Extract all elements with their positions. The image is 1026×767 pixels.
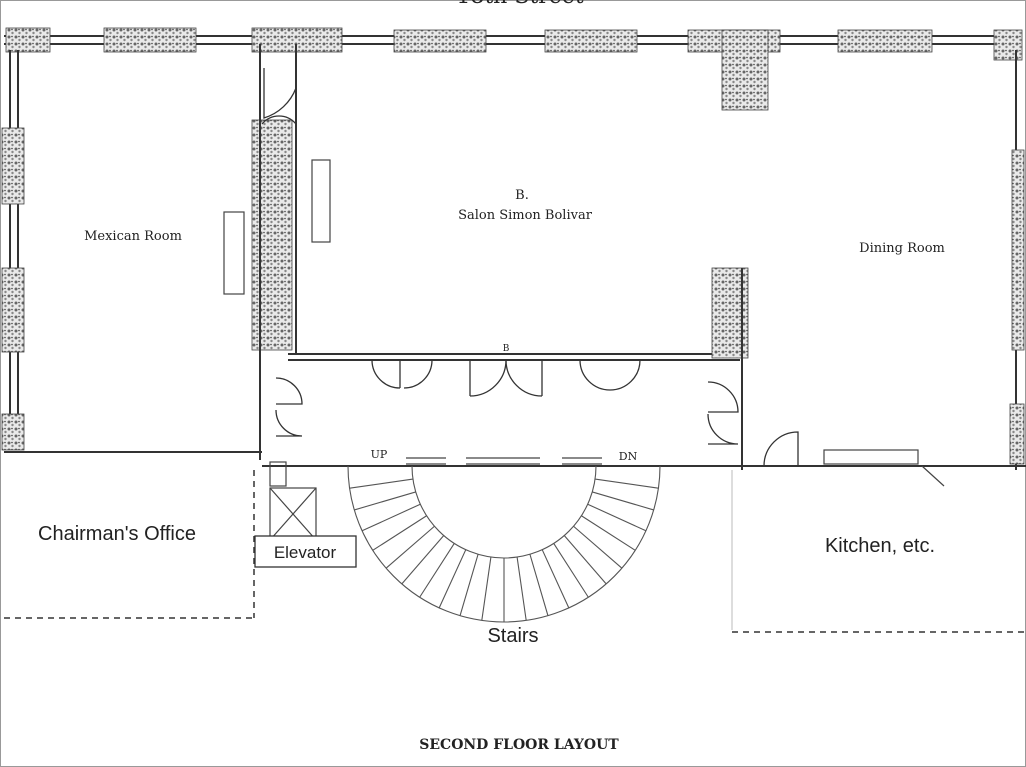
salon-doors: [371, 359, 641, 397]
west-wall: [1, 50, 25, 451]
stair-tread: [372, 515, 427, 551]
east-wall: [1009, 50, 1025, 470]
stair-tread: [516, 556, 527, 621]
room-label-elevator: Elevator: [274, 543, 337, 562]
stair-tread: [481, 556, 492, 621]
stair-tread: [592, 491, 654, 511]
kitchen-boundary: [731, 470, 1026, 633]
room-label-mexican: Mexican Room: [84, 229, 182, 244]
stair-tread: [563, 535, 607, 585]
door-b-marker: B: [503, 344, 510, 354]
room-label-stairs: Stairs: [487, 625, 538, 647]
stair-tread: [349, 478, 414, 489]
stair-tread: [438, 549, 467, 609]
office-boundary: [4, 470, 255, 619]
stair-tread: [573, 525, 623, 569]
room-label-salon: Salon Simon Bolivar: [458, 208, 593, 223]
dining-doors: [707, 381, 799, 467]
corridor-doors: [275, 377, 303, 437]
stair-tread: [553, 543, 589, 598]
stairs-drawing: [347, 465, 661, 623]
stair-tread: [385, 525, 435, 569]
spine-wall: [223, 44, 331, 460]
room-label-salon-letter: B.: [515, 188, 529, 203]
stair-tread: [587, 503, 647, 532]
plan-caption: SECOND FLOOR LAYOUT: [419, 737, 619, 753]
landing-line: [262, 449, 1026, 487]
room-label-chairmans-office: Chairman's Office: [38, 523, 196, 545]
stair-tread: [529, 554, 549, 616]
north-wall: [4, 27, 1023, 111]
stair-treads: [349, 478, 659, 622]
elevator-label-box: [254, 535, 357, 568]
stair-tread: [419, 543, 455, 598]
street-label: 18th Street: [456, 0, 583, 9]
stair-up-marker: UP: [371, 448, 388, 461]
stair-tread: [361, 503, 421, 532]
room-label-kitchen: Kitchen, etc.: [825, 535, 935, 557]
stair-tread: [459, 554, 479, 616]
salon-south-wall: [288, 267, 749, 470]
stair-tread: [541, 549, 570, 609]
elevator-shaft: [269, 461, 317, 541]
stair-tread: [581, 515, 636, 551]
stair-tread: [354, 491, 416, 511]
stair-tread: [401, 535, 445, 585]
spine-door: [261, 68, 297, 125]
room-label-dining: Dining Room: [859, 241, 945, 256]
stair-down-marker: DN: [619, 450, 638, 463]
stair-tread: [594, 478, 659, 489]
